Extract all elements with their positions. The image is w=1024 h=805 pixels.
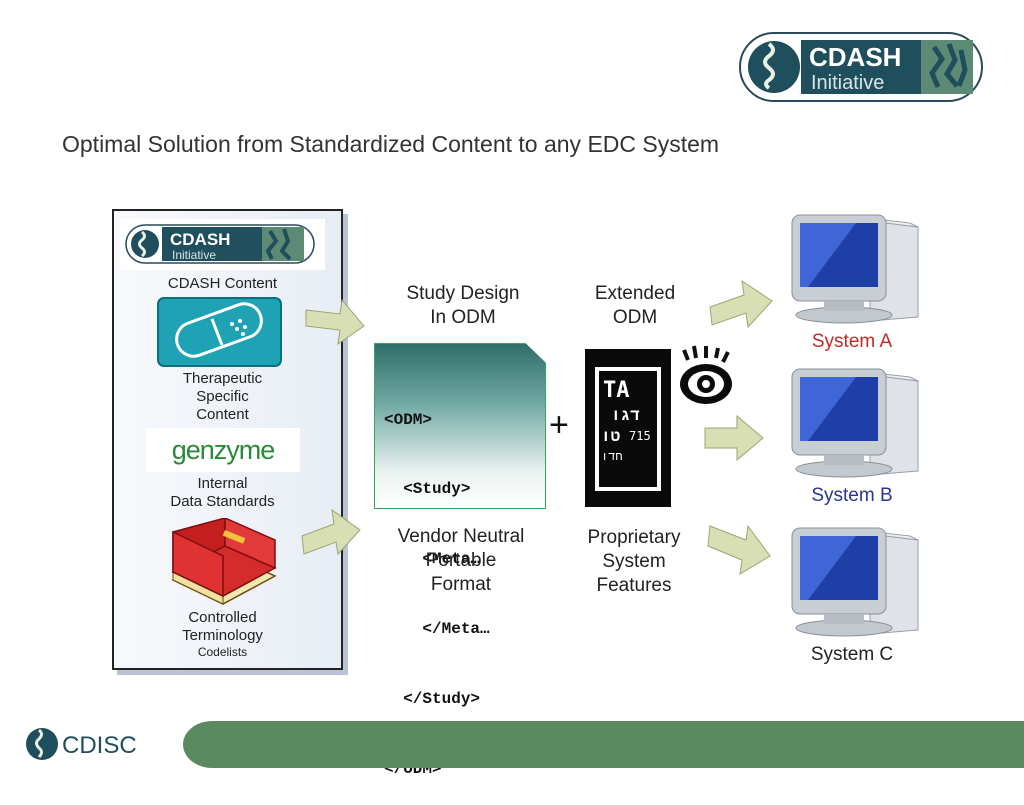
odm-line: </Study> — [384, 690, 481, 709]
codelists-label: Codelists — [197, 645, 248, 659]
pill-icon — [157, 297, 282, 367]
controlled-line1: Controlled — [188, 609, 257, 626]
arrow-right-icon — [304, 296, 366, 348]
book-icon — [165, 516, 280, 608]
therapeutic-line3: Content — [196, 406, 249, 423]
controlled-terminology-label: Controlled Terminology Codelists — [120, 609, 325, 659]
odm-document — [374, 343, 546, 509]
odm-line: <Meta… — [384, 550, 481, 569]
cdash-content-label: CDASH Content — [167, 275, 278, 292]
header-logo-top: CDASH — [809, 42, 901, 72]
cdisc-logo-text: CDISC — [62, 732, 137, 759]
eye-chart-text: TA — [603, 378, 630, 403]
proprietary-line1: Proprietary — [587, 527, 681, 548]
computer-icon — [778, 367, 926, 479]
proprietary-features-label: Proprietary System Features — [564, 526, 704, 598]
system-c-label: System C — [810, 644, 894, 665]
panel-logo-top: CDASH — [170, 230, 230, 249]
controlled-line2: Terminology — [182, 627, 263, 644]
vendor-line1: Vendor Neutral — [397, 526, 525, 547]
study-design-line1: Study Design — [406, 283, 520, 304]
eye-chart-text: חדו — [601, 449, 623, 463]
computer-icon — [778, 526, 926, 638]
eye-icon — [676, 344, 736, 410]
odm-line: <ODM> — [384, 410, 433, 429]
therapeutic-label: Therapeutic Specific Content — [120, 370, 325, 424]
cdisc-logo: CDISC — [24, 726, 174, 762]
proprietary-line3: Features — [596, 575, 672, 596]
eye-chart-icon: TA דגו טו 715 חדו — [583, 347, 675, 511]
extended-odm-label: Extended ODM — [568, 282, 702, 330]
therapeutic-line1: Therapeutic — [182, 370, 263, 387]
odm-line: </Meta… — [384, 620, 490, 639]
arrow-down-right-icon — [706, 522, 772, 578]
extended-line1: Extended — [594, 283, 676, 304]
header-logo-bottom: Initiative — [811, 72, 884, 94]
study-design-label: Study Design In ODM — [378, 282, 548, 330]
eye-chart-text: 715 — [629, 429, 651, 443]
genzyme-text: genzyme — [171, 435, 276, 465]
computer-icon — [778, 213, 926, 325]
footer-band — [183, 721, 1024, 768]
arrow-right-icon — [300, 508, 362, 560]
proprietary-line2: System — [602, 551, 666, 572]
arrow-up-right-icon — [708, 279, 774, 329]
eye-chart-text: דגו — [611, 405, 640, 424]
system-b-label: System B — [811, 485, 893, 506]
study-design-line2: In ODM — [430, 307, 496, 328]
system-a-label: System A — [811, 331, 893, 352]
slide-title: Optimal Solution from Standardized Conte… — [62, 131, 720, 157]
extended-line2: ODM — [612, 307, 658, 328]
arrow-right-icon — [703, 414, 765, 462]
odm-line: <Study> — [384, 480, 471, 499]
panel-cdash-logo: CDASH Initiative — [120, 219, 325, 270]
therapeutic-line2: Specific — [196, 388, 249, 405]
panel-logo-bottom: Initiative — [172, 248, 216, 262]
vendor-line3: Format — [430, 574, 492, 595]
cdash-header-logo: CDASH Initiative — [739, 32, 983, 102]
vendor-neutral-label: Vendor Neutral Portable Format — [372, 525, 550, 597]
plus-sign: + — [549, 406, 569, 444]
genzyme-logo: genzyme — [146, 428, 300, 472]
eye-chart-text: טו — [601, 426, 620, 445]
internal-line1: Internal — [197, 475, 248, 492]
internal-line2: Data Standards — [170, 493, 275, 510]
vendor-line2: Portable — [425, 550, 497, 571]
internal-standards-label: Internal Data Standards — [120, 475, 325, 511]
